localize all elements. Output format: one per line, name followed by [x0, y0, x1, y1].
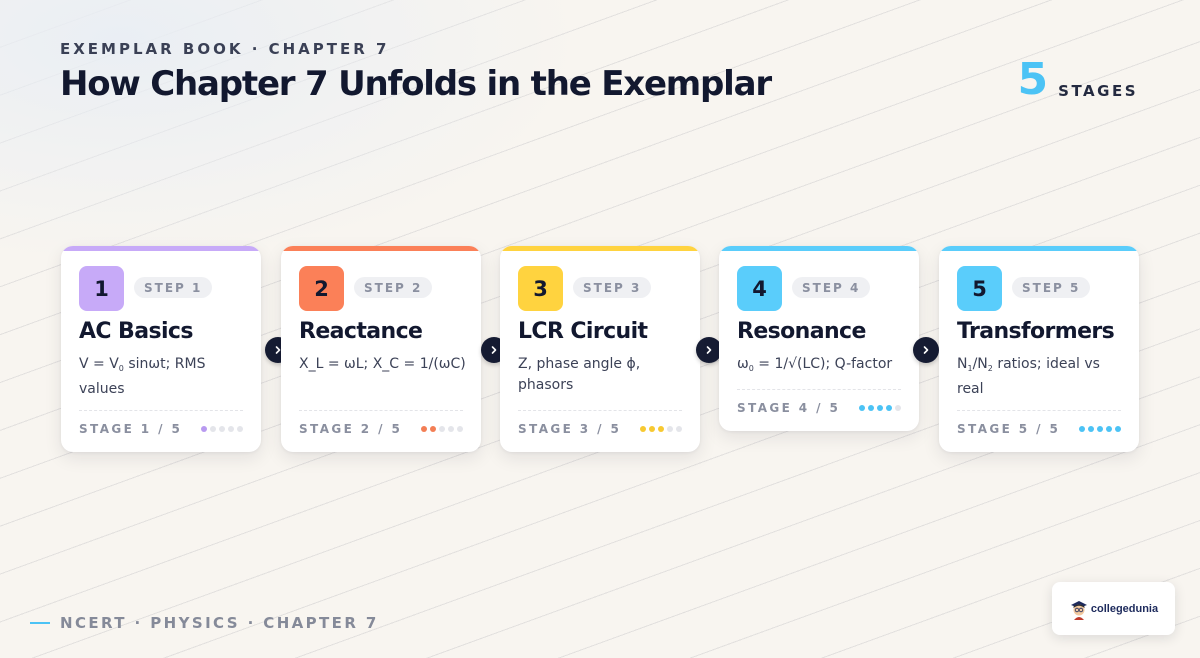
step-pill: STEP 2 [354, 277, 433, 298]
progress-dot [421, 426, 427, 432]
chevron-right-icon [275, 346, 281, 354]
progress-dots [1079, 426, 1121, 432]
progress-dot [219, 426, 225, 432]
stage-label: STAGE 2 / 5 [299, 422, 403, 436]
stage-count-number: 5 [1017, 54, 1049, 105]
step-title: Reactance [299, 319, 423, 344]
card-divider [957, 410, 1121, 411]
step-number-badge: 2 [299, 266, 344, 311]
progress-dot [457, 426, 463, 432]
step-card-5: 5 STEP 5 Transformers N1/N2 ratios; idea… [939, 246, 1139, 452]
card-accent-bar [719, 246, 919, 251]
progress-dots [201, 426, 243, 432]
step-number-badge: 5 [957, 266, 1002, 311]
step-pill: STEP 3 [573, 277, 652, 298]
stage-label: STAGE 5 / 5 [957, 422, 1061, 436]
progress-dot [430, 426, 436, 432]
progress-dot [667, 426, 673, 432]
step-card-2: 2 STEP 2 Reactance X_L = ωL; X_C = 1/(ωC… [281, 246, 481, 452]
step-pill: STEP 1 [134, 277, 213, 298]
progress-dot [201, 426, 207, 432]
progress-dot [859, 405, 865, 411]
progress-dot [895, 405, 901, 411]
progress-dot [1115, 426, 1121, 432]
stage-count-label: STAGES [1058, 82, 1138, 100]
footer-accent-line [30, 622, 50, 624]
progress-dot [676, 426, 682, 432]
progress-dots [859, 405, 901, 411]
card-divider [518, 410, 682, 411]
step-description: N1/N2 ratios; ideal vs real [957, 356, 1100, 397]
progress-dot [228, 426, 234, 432]
step-description: X_L = ωL; X_C = 1/(ωC) [299, 356, 466, 372]
progress-dot [1097, 426, 1103, 432]
stage-label: STAGE 3 / 5 [518, 422, 622, 436]
step-pill: STEP 5 [1012, 277, 1091, 298]
progress-dot [649, 426, 655, 432]
progress-dot [448, 426, 454, 432]
progress-dot [1079, 426, 1085, 432]
progress-dot [640, 426, 646, 432]
step-description: ω0 = 1/√(LC); Q-factor [737, 356, 893, 373]
step-card-3: 3 STEP 3 LCR Circuit Z, phase angle ϕ, p… [500, 246, 700, 452]
card-divider [79, 410, 243, 411]
step-pill: STEP 4 [792, 277, 871, 298]
step-title: AC Basics [79, 319, 193, 344]
step-title: Resonance [737, 319, 866, 344]
step-number-badge: 3 [518, 266, 563, 311]
progress-dot [886, 405, 892, 411]
progress-dot [1106, 426, 1112, 432]
card-divider [737, 389, 901, 390]
card-accent-bar [61, 246, 261, 251]
next-arrow[interactable] [696, 337, 722, 363]
footer-text: NCERT · PHYSICS · CHAPTER 7 [60, 614, 379, 632]
stage-label: STAGE 1 / 5 [79, 422, 183, 436]
card-divider [299, 410, 463, 411]
progress-dots [640, 426, 682, 432]
next-arrow[interactable] [913, 337, 939, 363]
logo-text: collegedunia [1090, 602, 1159, 615]
step-number-badge: 4 [737, 266, 782, 311]
step-number-badge: 1 [79, 266, 124, 311]
chevron-right-icon [491, 346, 497, 354]
chevron-right-icon [706, 346, 712, 354]
step-card-1: 1 STEP 1 AC Basics V = V0 sinωt; RMS val… [61, 246, 261, 452]
progress-dot [877, 405, 883, 411]
mascot-icon [1070, 600, 1087, 620]
progress-dot [439, 426, 445, 432]
progress-dot [658, 426, 664, 432]
progress-dot [1088, 426, 1094, 432]
progress-dot [237, 426, 243, 432]
step-description: Z, phase angle ϕ, phasors [518, 356, 641, 393]
progress-dot [868, 405, 874, 411]
stage-count: 5 STAGES [1018, 58, 1138, 102]
step-title: LCR Circuit [518, 319, 648, 344]
page-title: How Chapter 7 Unfolds in the Exemplar [60, 64, 772, 104]
card-accent-bar [939, 246, 1139, 251]
progress-dot [210, 426, 216, 432]
progress-dots [421, 426, 463, 432]
step-description: V = V0 sinωt; RMS values [79, 356, 206, 397]
card-accent-bar [281, 246, 481, 251]
stage-label: STAGE 4 / 5 [737, 401, 841, 415]
footer: NCERT · PHYSICS · CHAPTER 7 [30, 614, 379, 632]
step-card-4: 4 STEP 4 Resonance ω0 = 1/√(LC); Q-facto… [719, 246, 919, 431]
chevron-right-icon [923, 346, 929, 354]
card-accent-bar [500, 246, 700, 251]
step-title: Transformers [957, 319, 1115, 344]
eyebrow: EXEMPLAR BOOK · CHAPTER 7 [60, 40, 390, 58]
collegedunia-logo[interactable]: collegedunia [1052, 582, 1175, 635]
